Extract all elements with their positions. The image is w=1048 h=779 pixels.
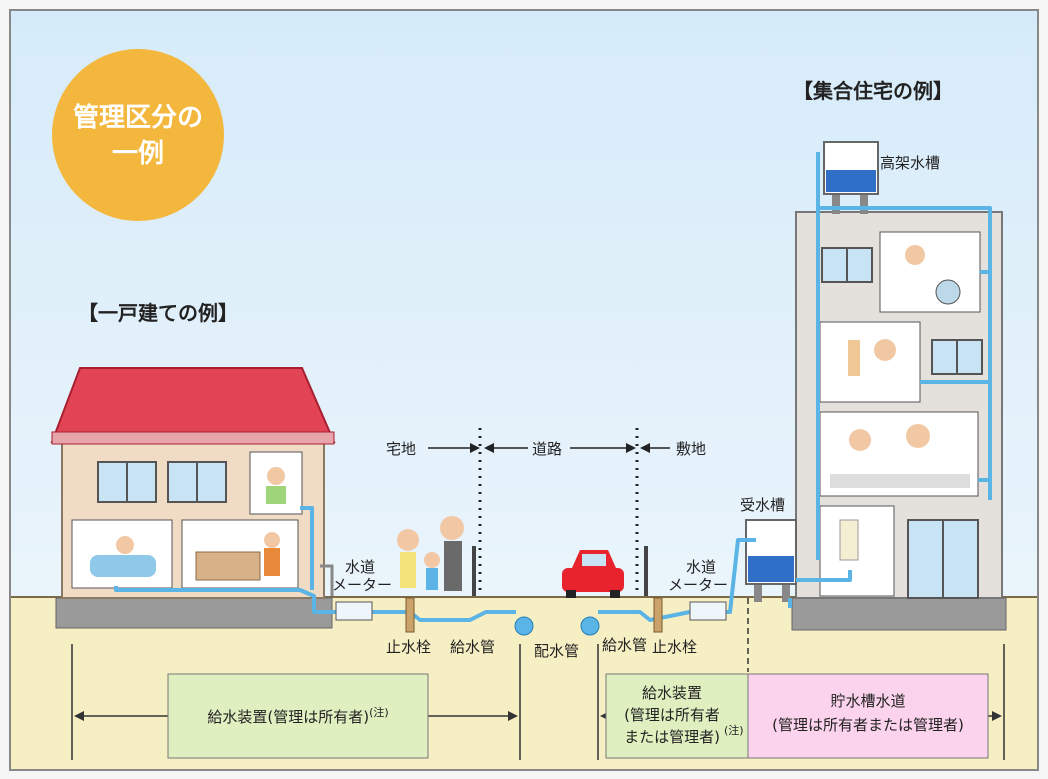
label-meter-right-1: 水道 bbox=[686, 558, 716, 576]
badge-line1: 管理区分の bbox=[73, 103, 203, 133]
family-illustration bbox=[397, 516, 464, 591]
apartment-title: 【集合住宅の例】 bbox=[793, 79, 953, 103]
meter-right-icon bbox=[689, 601, 727, 621]
kitchen-icon bbox=[195, 551, 261, 581]
label-doro: 道路 bbox=[532, 440, 562, 458]
toilet-icon bbox=[267, 467, 285, 485]
label-main-pipe: 配水管 bbox=[534, 642, 579, 660]
stop-valve-right-icon bbox=[653, 597, 663, 633]
detached-house bbox=[50, 367, 336, 629]
label-supply-pipe-left: 給水管 bbox=[450, 638, 495, 656]
box-left-text: 給水装置(管理は所有者) bbox=[207, 708, 369, 726]
box-left-note: (注) bbox=[369, 705, 389, 719]
box-right-line2: (管理は所有者または管理者) bbox=[772, 716, 964, 734]
box-middle-line3: または管理者) bbox=[624, 728, 720, 746]
label-meter-right-2: メーター bbox=[668, 576, 728, 594]
label-receiving-tank: 受水槽 bbox=[740, 496, 785, 514]
label-shikichi: 敷地 bbox=[676, 440, 706, 458]
main-pipe-left bbox=[514, 616, 534, 636]
stop-valve-left-icon bbox=[405, 597, 415, 633]
house-title: 【一戸建ての例】 bbox=[78, 301, 238, 325]
badge: 管理区分の 一例 bbox=[52, 49, 224, 221]
car-illustration bbox=[562, 550, 624, 598]
box-middle-line1: 給水装置 bbox=[642, 684, 702, 702]
label-elevated-tank: 高架水槽 bbox=[880, 154, 940, 172]
apartment-building bbox=[791, 141, 1007, 631]
main-pipe-right bbox=[580, 616, 600, 636]
label-meter-left-1: 水道 bbox=[345, 558, 375, 576]
faucet-icon bbox=[320, 564, 334, 596]
box-middle-note: (注) bbox=[724, 723, 744, 737]
label-takuchi: 宅地 bbox=[386, 440, 416, 458]
box-middle: 給水装置 (管理は所有者 または管理者) (注) bbox=[605, 673, 749, 759]
box-right: 貯水槽水道 (管理は所有者または管理者) bbox=[747, 673, 989, 759]
box-right-line1: 貯水槽水道 bbox=[830, 692, 905, 710]
meter-left-icon bbox=[335, 601, 373, 621]
bath-icon bbox=[90, 555, 156, 577]
label-stop-valve-left: 止水栓 bbox=[386, 638, 431, 656]
box-middle-line2: (管理は所有者 bbox=[624, 706, 720, 724]
label-meter-left-2: メーター bbox=[332, 576, 392, 594]
receiving-tank bbox=[745, 519, 797, 602]
svg-text:給水装置(管理は所有者)(注): 給水装置(管理は所有者)(注) bbox=[207, 705, 388, 726]
badge-line2: 一例 bbox=[112, 139, 164, 169]
water-pipes bbox=[114, 152, 992, 622]
label-stop-valve-right: 止水栓 bbox=[652, 638, 697, 656]
box-left: 給水装置(管理は所有者)(注) bbox=[167, 673, 429, 759]
label-supply-pipe-right: 給水管 bbox=[602, 636, 647, 654]
